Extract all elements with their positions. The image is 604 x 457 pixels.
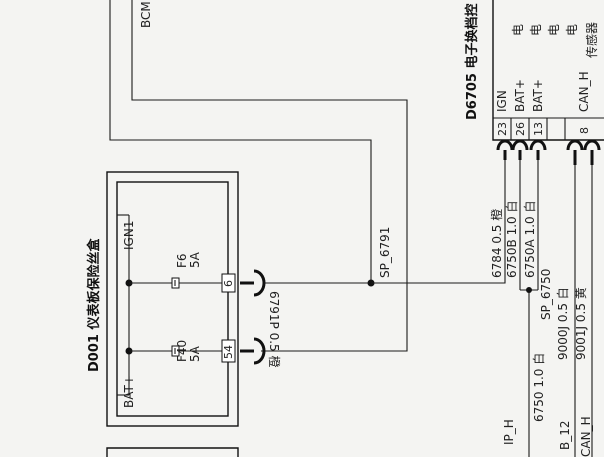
wire-6750b-label: 6750B 1.0 白	[504, 201, 519, 279]
wire-6750a-label: 6750A 1.0 白	[522, 201, 537, 278]
connector-6	[240, 269, 266, 297]
side-label: 电	[565, 24, 579, 36]
fuse-f6-id: F6	[175, 253, 189, 268]
gear-signal-bat1: BAT+	[513, 79, 527, 112]
wire-6750-label: 6750 1.0 白	[531, 353, 546, 422]
pin-54: 54	[222, 345, 235, 359]
wire-6784-label: 6784 0.5 橙	[489, 209, 504, 278]
gear-signal-can-h: CAN_H	[577, 71, 591, 112]
gearshift-module	[492, 0, 604, 141]
fuse-f6	[129, 277, 222, 289]
b12-label: B_12	[558, 420, 572, 450]
bcm-label: BCM	[139, 1, 153, 28]
gear-pin-8: 8	[578, 127, 591, 134]
gear-signal-bat2: BAT+	[531, 79, 545, 112]
side-label: 电	[529, 24, 543, 36]
wire-6791p-label: 6791P 0.5 橙	[267, 291, 282, 368]
pin-box	[221, 273, 236, 293]
splice-sp6750	[526, 287, 532, 293]
gear-pin-23: 23	[496, 122, 509, 136]
gear-pin-26: 26	[514, 122, 527, 136]
fuse-f40	[129, 345, 222, 357]
pin-6: 6	[222, 280, 235, 287]
splice-sp6750-label: SP_6750	[539, 269, 553, 320]
gearshift-connectors	[496, 139, 601, 165]
gear-pin-13: 13	[532, 122, 545, 136]
connector-54	[240, 337, 266, 365]
fuse-box-title: D001 仪表板保险丝盒	[86, 238, 102, 372]
side-label: 传感器	[584, 22, 599, 58]
wire-9000j-label: 9000J 0.5 白	[555, 287, 570, 360]
pin-box	[221, 339, 236, 363]
fuse-box	[106, 171, 239, 427]
top-wire-loops	[109, 0, 408, 352]
fuse-f40-rating: 5A	[188, 345, 202, 362]
wire-9001j-label: 9001J 0.5 黄	[574, 287, 588, 360]
gear-signal-ign: IGN	[495, 90, 509, 112]
ip-h-label: IP_H	[502, 419, 516, 445]
splice-sp6791-label: SP_6791	[378, 227, 392, 278]
can-h-label: CAN_H	[579, 416, 593, 457]
fuse-f6-rating: 5A	[188, 251, 202, 268]
side-label: 电	[511, 24, 525, 36]
fuse-f40-id: F40	[175, 340, 189, 362]
gearshift-module-title: D6705 电子换档控	[464, 4, 480, 121]
lower-module-edge	[106, 447, 239, 457]
side-label: 电	[547, 24, 561, 36]
